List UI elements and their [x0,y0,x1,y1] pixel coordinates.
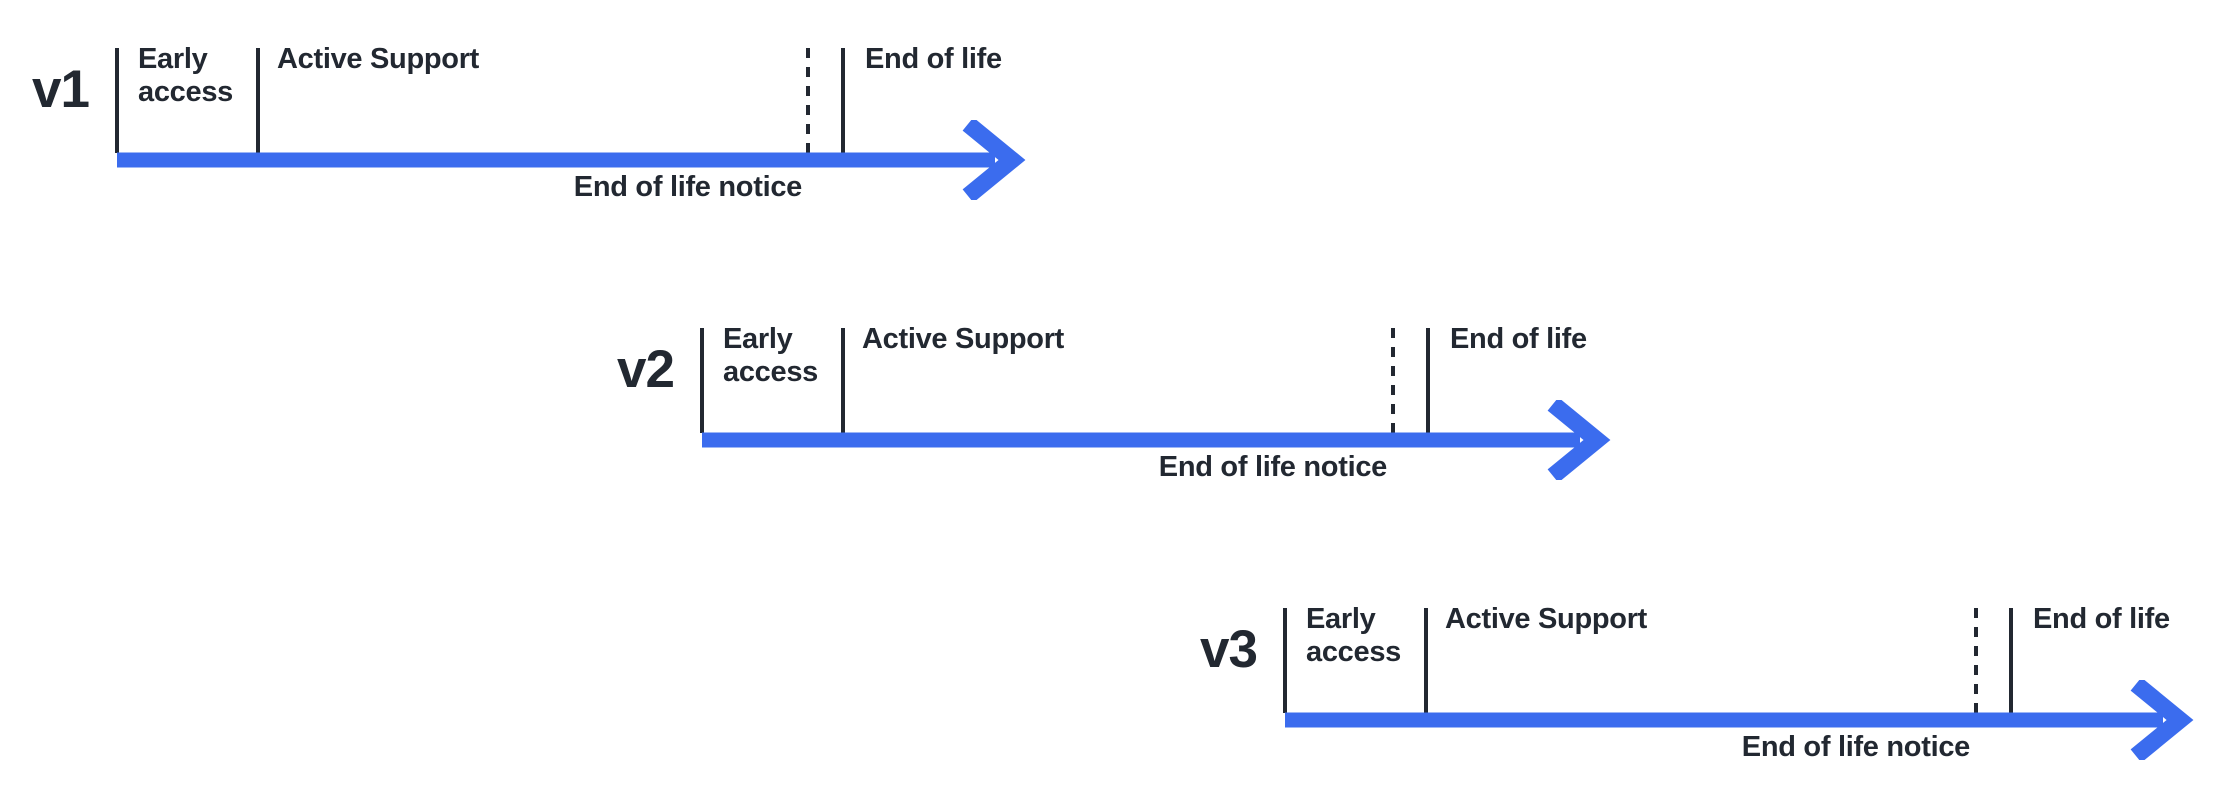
timeline-arrow [1285,680,2194,760]
end-of-life-label: End of life [865,43,1002,75]
active-support-start-tick [841,328,845,433]
early-access-start-tick [1283,608,1287,713]
end-of-life-notice-label: End of life notice [573,171,803,203]
early-access-start-tick [115,48,119,153]
early-access-start-tick [700,328,704,433]
timeline-v3: v3 Early access Active Support End of li… [1045,603,2228,812]
eol-notice-dashed-line [1391,328,1395,433]
end-of-life-tick [841,48,845,153]
eol-notice-dashed-line [1974,608,1978,713]
arrow-head-icon [1547,400,1611,480]
end-of-life-notice-label: End of life notice [1741,731,1971,763]
active-support-start-tick [256,48,260,153]
end-of-life-label: End of life [2033,603,2170,635]
timeline-arrow [702,400,1611,480]
end-of-life-tick [2009,608,2013,713]
active-support-label: Active Support [277,43,480,75]
version-label: v3 [1200,620,1258,679]
timeline-arrow [117,120,1026,200]
active-support-label: Active Support [862,323,1065,355]
version-label: v2 [617,340,675,399]
end-of-life-notice-label: End of life notice [1158,451,1388,483]
active-support-label: Active Support [1445,603,1648,635]
version-label: v1 [32,60,90,119]
arrow-head-icon [2130,680,2194,760]
early-access-label: Early access [723,323,818,388]
eol-notice-dashed-line [806,48,810,153]
early-access-label: Early access [1306,603,1401,668]
active-support-start-tick [1424,608,1428,713]
arrow-head-icon [962,120,1026,200]
end-of-life-label: End of life [1450,323,1587,355]
end-of-life-tick [1426,328,1430,433]
early-access-label: Early access [138,43,233,108]
timeline-v2: v2 Early access Active Support End of li… [462,323,1652,535]
timeline-v1: v1 Early access Active Support End of li… [0,43,1067,255]
